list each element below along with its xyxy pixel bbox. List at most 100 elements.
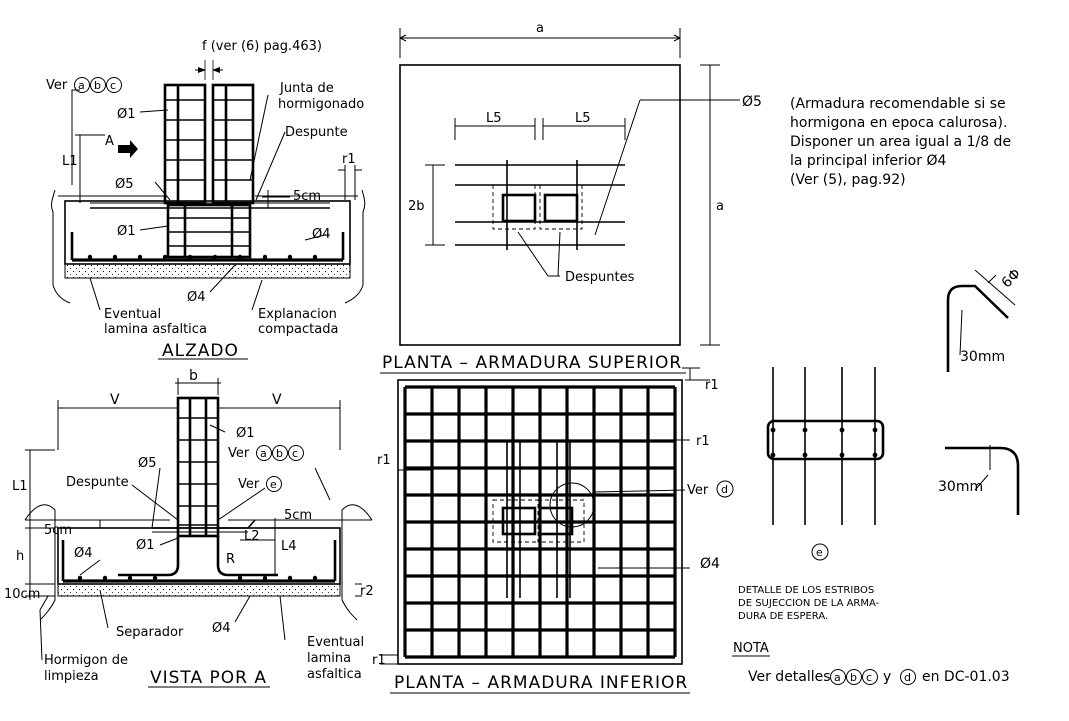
- planta-sup-a-top: a: [536, 21, 544, 36]
- alzado-f-label: f (ver (6) pag.463): [202, 39, 322, 54]
- vista-hormigon-2: limpieza: [44, 669, 99, 684]
- circle-c: c: [110, 79, 116, 92]
- vista-L4: L4: [281, 539, 297, 554]
- vista-5cm-right: 5cm: [284, 508, 312, 523]
- planta-sup-despuntes: Despuntes: [565, 270, 635, 285]
- planta-inf-r1-bottom: r1: [372, 653, 386, 668]
- alzado-5cm: 5cm: [293, 189, 321, 204]
- circle-b: b: [850, 671, 857, 684]
- vista-phi1-bottom: Ø1: [136, 538, 155, 553]
- estribos-detalle-3: DURA DE ESPERA.: [738, 611, 828, 622]
- planta-inf-r1-left: r1: [377, 453, 391, 468]
- planta-sup-L5-right: L5: [575, 111, 591, 126]
- alzado-phi1-top: Ø1: [117, 107, 136, 122]
- alzado-phi5: Ø5: [115, 177, 134, 192]
- alzado-ground-left: [51, 189, 71, 304]
- alzado-column-cage-left: [163, 83, 207, 205]
- estribos-6phi: 6Φ: [999, 266, 1024, 291]
- circle-d: d: [904, 671, 911, 684]
- alzado-title: ALZADO: [162, 341, 239, 361]
- vista-5cm-left: 5cm: [44, 523, 72, 538]
- planta-sup-title: PLANTA – ARMADURA SUPERIOR: [382, 353, 682, 373]
- circle-c: c: [866, 671, 872, 684]
- vista-despunte: Despunte: [66, 475, 129, 490]
- vista-L1: L1: [12, 479, 28, 494]
- vista-R: R: [226, 552, 235, 567]
- vista-title: VISTA POR A: [150, 668, 267, 688]
- vista-phi4-left: Ø4: [74, 546, 93, 561]
- note-line-3: Disponer un area igual a 1/8 de: [790, 134, 1011, 150]
- vista-ver-e: Ver: [238, 477, 260, 492]
- alzado-lamina-1: Eventual: [104, 307, 161, 322]
- note-line-4: la principal inferior Ø4: [790, 153, 946, 169]
- vista-ver-abc: Ver: [228, 446, 250, 461]
- alzado-ver-circles: a b c: [74, 77, 122, 93]
- alzado-column-cage-right: [211, 83, 255, 205]
- vista-phi5: Ø5: [138, 456, 157, 471]
- alzado-r1: r1: [342, 152, 356, 167]
- planta-superior-view: a a L5 L5 2b Ø5 Despuntes PLANTA – ARMAD…: [380, 21, 762, 374]
- circle-a: a: [834, 671, 841, 684]
- planta-inf-ver-d: Ver: [687, 483, 709, 498]
- estribos-detalle-2: DE SUJECCION DE LA ARMA-: [738, 598, 880, 609]
- planta-inf-r1-top: r1: [705, 378, 719, 393]
- alzado-junta-label-2: hormigonado: [278, 97, 364, 112]
- planta-sup-outline: [399, 64, 681, 346]
- vista-lamina-3: asfaltica: [307, 667, 362, 682]
- nota-text-2: y: [883, 669, 891, 685]
- planta-inf-outline: [397, 379, 683, 665]
- vista-L2: L2: [244, 529, 260, 544]
- planta-sup-a-right: a: [716, 199, 724, 214]
- alzado-phi4-bottom: Ø4: [187, 290, 206, 305]
- vista-lamina-1: Eventual: [307, 635, 364, 650]
- nota-title: NOTA: [733, 641, 769, 656]
- nota-text-1: Ver detalles: [748, 669, 831, 685]
- estribos-detail: 6Φ 30mm 30mm e DETALLE DE LOS ESTRIBOS D…: [738, 266, 1024, 622]
- estribos-30mm-top: 30mm: [960, 349, 1005, 365]
- circle-a: a: [260, 447, 267, 460]
- nota-block: NOTA Ver detalles a b c y d en DC-01.03: [732, 641, 1010, 685]
- alzado-junta-label-1: Junta de: [279, 81, 334, 96]
- vista-phi4-bottom: Ø4: [212, 621, 231, 636]
- circle-b: b: [94, 79, 101, 92]
- alzado-explanacion-1: Explanacion: [258, 307, 337, 322]
- vista-separador: Separador: [116, 625, 184, 640]
- note-block: (Armadura recomendable si se hormigona e…: [790, 96, 1011, 188]
- planta-sup-L5-left: L5: [486, 111, 502, 126]
- circle-a: a: [78, 79, 85, 92]
- planta-inferior-view: r1 r1 r1 r1 Ver d Ø4 PLANTA – ARMADURA I…: [372, 367, 734, 694]
- alzado-explanacion-2: compactada: [258, 322, 338, 337]
- alzado-lamina-2: lamina asfaltica: [104, 322, 207, 337]
- vista-ver-circles: a b c: [256, 445, 304, 461]
- vista-10cm: 10cm: [4, 587, 40, 602]
- alzado-ver-abc-label: Ver: [46, 78, 68, 93]
- vista-h: h: [16, 549, 24, 564]
- estribos-30mm-bottom: 30mm: [938, 479, 983, 495]
- vista-V-left: V: [110, 392, 120, 408]
- vista-r2: r2: [360, 584, 374, 599]
- estribos-e-label: e: [816, 546, 823, 559]
- planta-inf-title: PLANTA – ARMADURA INFERIOR: [394, 673, 688, 693]
- vista-phi1-top: Ø1: [236, 426, 255, 441]
- nota-text-3: en DC-01.03: [922, 669, 1010, 685]
- vista-por-a-view: b V V Ø1 Ø5 Ver a b c Despunte Ver e L1 …: [4, 368, 374, 688]
- circle-c: c: [292, 447, 298, 460]
- planta-inf-r1-right: r1: [696, 434, 710, 449]
- alzado-phi4-right: Ø4: [312, 227, 331, 242]
- vista-b: b: [189, 368, 198, 384]
- alzado-lean-concrete: [64, 263, 351, 279]
- alzado-L1: L1: [62, 154, 78, 169]
- alzado-phi1-mid: Ø1: [117, 224, 136, 239]
- planta-sup-phi5: Ø5: [742, 94, 762, 110]
- alzado-ground-right: [344, 189, 366, 304]
- note-line-5: (Ver (5), pag.92): [790, 172, 906, 188]
- vista-hormigon-1: Hormigon de: [44, 653, 128, 668]
- estribos-detalle-1: DETALLE DE LOS ESTRIBOS: [738, 585, 874, 596]
- circle-b: b: [276, 447, 283, 460]
- vista-V-right: V: [272, 392, 282, 408]
- alzado-despunte-label: Despunte: [285, 125, 348, 140]
- alzado-view: Ver a b c f (ver (6) pag.463) Junta de h…: [46, 39, 366, 361]
- note-line-1: (Armadura recomendable si se: [790, 96, 1006, 112]
- note-line-2: hormigona en epoca calurosa).: [790, 115, 1007, 131]
